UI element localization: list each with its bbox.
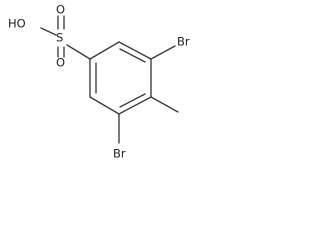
ring-double-bond-top-right — [119, 48, 146, 63]
bond-ring-to-bromine-upper — [150, 45, 176, 60]
hydroxyl-label: HO — [8, 17, 26, 31]
ring-bond-bottom-right — [118, 96, 152, 115]
bromine-upper-label: Br — [177, 35, 190, 49]
bond-ring-to-sulfur — [66, 44, 91, 60]
substituent-bonds — [40, 15, 179, 144]
sulfur-label: S — [56, 31, 63, 45]
bromine-lower-label: Br — [113, 147, 126, 161]
chemical-structure-diagram: HO S O O Br Br — [8, 3, 190, 161]
ring-bond-bottom-left — [89, 96, 120, 115]
bond-sulfur-to-hydroxyl — [40, 27, 57, 36]
ring-bond-top-right — [118, 41, 152, 60]
ring-bond-top-left — [89, 41, 120, 60]
oxygen-lower-label: O — [56, 56, 65, 70]
oxygen-upper-label: O — [56, 3, 65, 17]
bond-ring-to-methyl — [150, 96, 179, 113]
ring-double-bond-bottom-right — [119, 93, 146, 108]
benzene-ring — [89, 41, 152, 115]
